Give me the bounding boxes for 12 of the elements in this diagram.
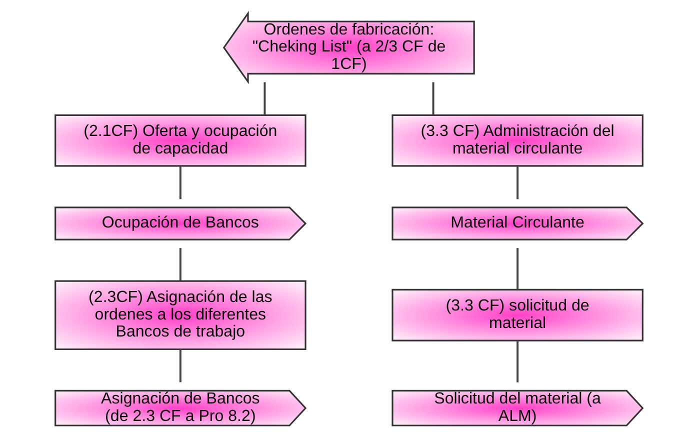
- node-box: (3.3 CF) Administración del material circulante: [391, 114, 643, 167]
- connector: [178, 350, 181, 382]
- connector: [263, 82, 266, 115]
- node-box: (3.3 CF) solicitud de material: [391, 288, 643, 342]
- connector: [516, 248, 518, 290]
- node-box: (2.3CF) Asignación de las ordenes a los diferentes Bancos de trabajo: [54, 280, 306, 350]
- connector: [516, 166, 518, 200]
- connector: [178, 248, 181, 281]
- node-box: (2.1CF) Oferta y ocupación de capacidad: [54, 114, 306, 167]
- connector: [516, 341, 518, 382]
- connector: [178, 166, 181, 200]
- connector: [432, 82, 434, 115]
